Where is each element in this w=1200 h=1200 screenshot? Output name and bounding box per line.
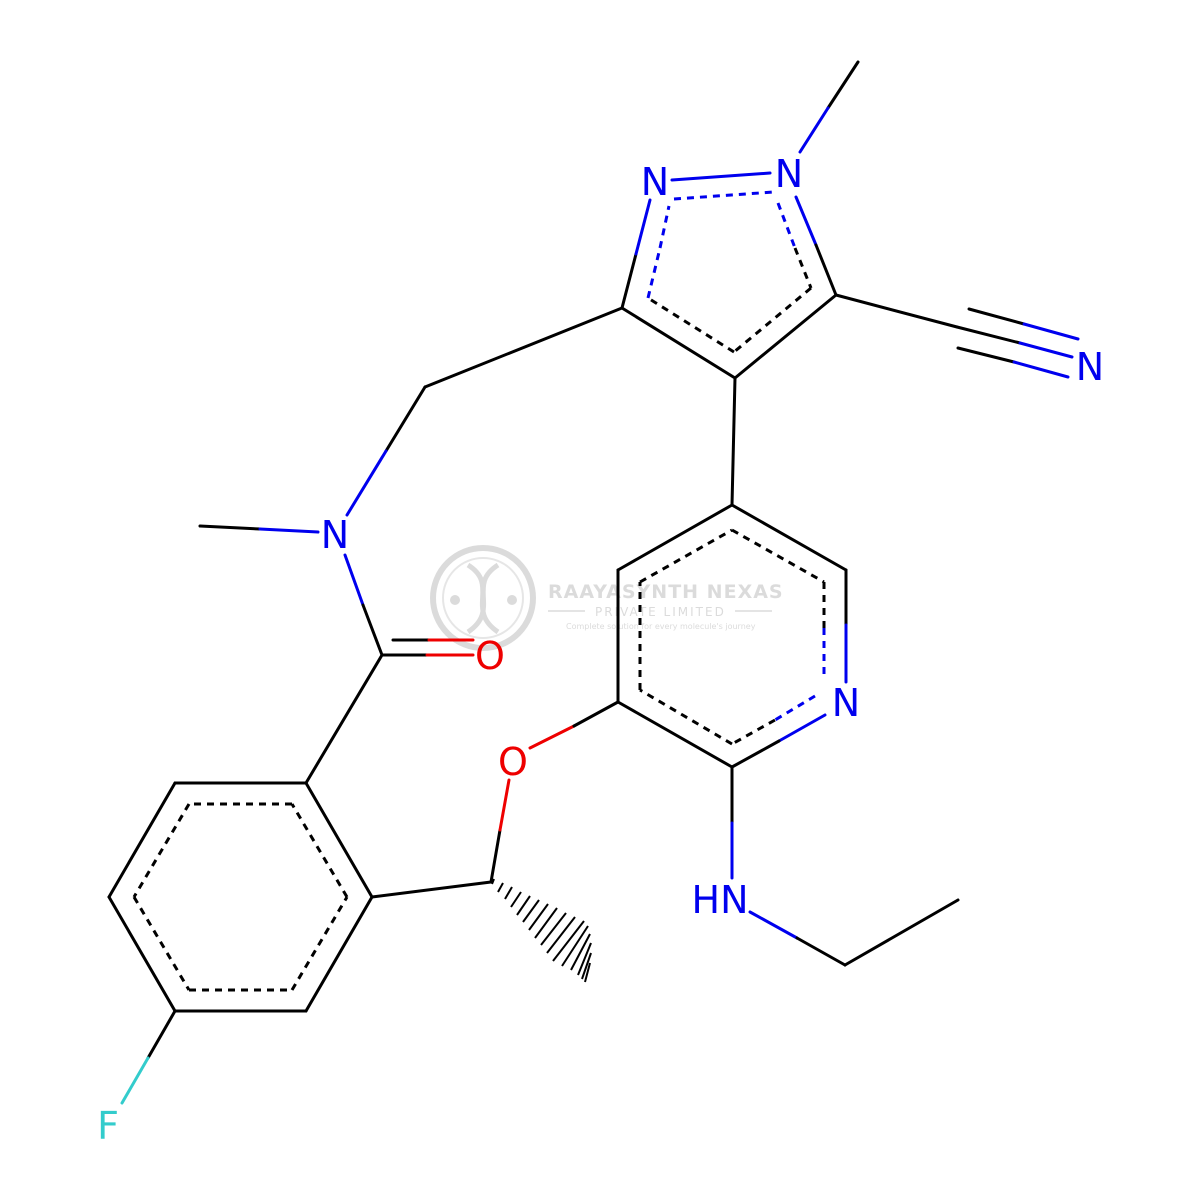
bond-c3-n2 bbox=[620, 252, 638, 310]
atom-n-pyridine: N bbox=[832, 681, 860, 725]
bond-chiral-o bbox=[489, 828, 502, 884]
bond-pyr-c2c3 bbox=[616, 700, 734, 769]
bond-methyl-n1 bbox=[826, 60, 860, 110]
bond-o-pyridine bbox=[528, 724, 576, 750]
bond-c4-c3 bbox=[620, 306, 737, 380]
hashed-wedge-methyl bbox=[491, 878, 592, 983]
watermark-company: RAAYASYNTH NEXAS bbox=[548, 581, 784, 603]
bond-c5-c4 bbox=[733, 293, 838, 380]
bond-pyr-nc2 bbox=[777, 713, 827, 743]
bond-benzene-6 bbox=[304, 781, 374, 899]
bond-benzene-5 bbox=[304, 895, 374, 1013]
atom-n-amide: N bbox=[321, 513, 349, 557]
bond-benzene-2 bbox=[107, 781, 177, 899]
bond-carbonyl-aryl bbox=[304, 653, 384, 785]
bond-c3-ch2 bbox=[423, 306, 624, 389]
atom-fluorine: F bbox=[97, 1104, 119, 1148]
atom-n-pyrazole-2: N bbox=[641, 160, 669, 204]
bond-n1-c5 bbox=[794, 195, 818, 247]
bond-n2-n1 bbox=[670, 171, 772, 182]
bond-aryl-chiral bbox=[370, 880, 493, 899]
bond-ch2-n bbox=[384, 385, 427, 453]
atom-o-carbonyl: O bbox=[475, 634, 505, 678]
bond-nh-ch2 bbox=[748, 910, 799, 940]
atom-labels: N N N N O N O HN F bbox=[97, 152, 1104, 1148]
bond-pyr-c5c6 bbox=[730, 503, 848, 572]
bond-benzene-3 bbox=[107, 895, 177, 1013]
atom-nh-ethylamino: HN bbox=[692, 878, 749, 922]
watermark-tagline: Complete solution for every molecule's j… bbox=[566, 622, 756, 631]
bond-nitrile-triple bbox=[955, 325, 1022, 345]
bond-ch2-ch3 bbox=[843, 898, 960, 967]
atom-n-pyrazole-1: N bbox=[775, 152, 803, 196]
bond-aryl-f bbox=[146, 1009, 177, 1060]
watermark-logo-icon bbox=[430, 545, 536, 651]
atom-o-ether: O bbox=[498, 740, 528, 784]
bond-methyl-namide bbox=[198, 524, 262, 531]
watermark: RAAYASYNTH NEXAS PRIVATE LIMITED Complet… bbox=[430, 545, 784, 651]
bond-c5-cn bbox=[834, 293, 959, 329]
bond-pyr-c4c5 bbox=[616, 503, 734, 572]
bonds bbox=[107, 60, 1080, 1105]
atom-n-nitrile: N bbox=[1076, 345, 1104, 389]
watermark-subtitle: PRIVATE LIMITED bbox=[595, 605, 726, 619]
bond-n-carbonyl bbox=[343, 553, 365, 607]
bond-pyrazole-pyridine bbox=[730, 376, 737, 507]
